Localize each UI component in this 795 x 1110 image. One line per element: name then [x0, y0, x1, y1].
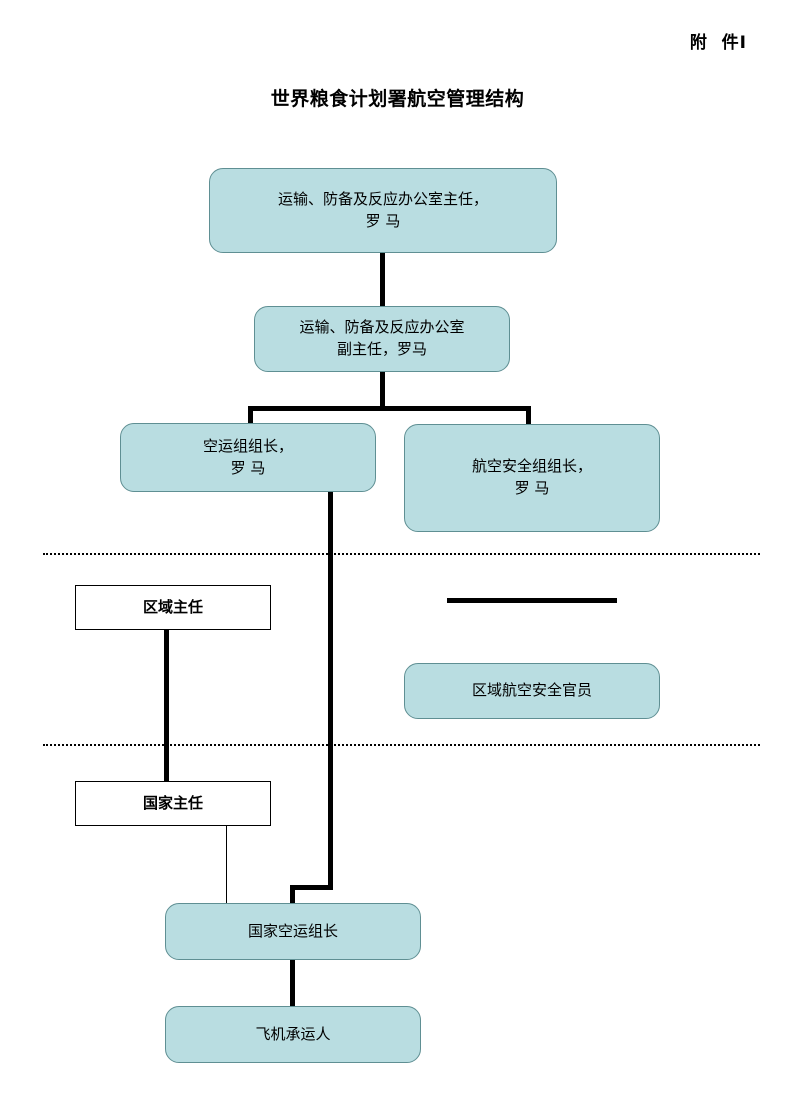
- regional-safety-rule: [447, 598, 617, 603]
- node-aircraft-carrier[interactable]: 飞机承运人: [165, 1006, 421, 1063]
- separator-regional-country: [43, 744, 760, 746]
- node-transport-office-deputy-director[interactable]: 运输、防备及反应办公室 副主任，罗马: [254, 306, 510, 372]
- connector-airops-into-national: [290, 885, 295, 905]
- separator-global-regional: [43, 553, 760, 555]
- connector-country-to-national-airops: [226, 825, 227, 905]
- node-aviation-safety-unit-chief[interactable]: 航空安全组组长， 罗 马: [404, 424, 660, 532]
- connector-airops-jog: [290, 885, 333, 890]
- node-country-director[interactable]: 国家主任: [75, 781, 271, 826]
- connector-regional-to-country: [164, 630, 169, 782]
- connector-branch-left: [248, 406, 253, 428]
- connector-branch-bar: [248, 406, 531, 411]
- connector-branch-right: [526, 406, 531, 428]
- node-regional-director[interactable]: 区域主任: [75, 585, 271, 630]
- connector-deputy-drop: [380, 371, 385, 411]
- annex-label: 附 件I: [689, 33, 747, 53]
- node-air-transport-unit-chief[interactable]: 空运组组长， 罗 马: [120, 423, 376, 492]
- node-transport-office-director[interactable]: 运输、防备及反应办公室主任， 罗 马: [209, 168, 557, 253]
- node-regional-aviation-safety-officer[interactable]: 区域航空安全官员: [404, 663, 660, 719]
- page-title: 世界粮食计划署航空管理结构: [270, 88, 525, 110]
- node-national-air-operations-chief[interactable]: 国家空运组长: [165, 903, 421, 960]
- connector-airops-down: [328, 491, 333, 890]
- connector-national-to-carrier: [290, 960, 295, 1006]
- connector-director-to-deputy: [380, 253, 385, 306]
